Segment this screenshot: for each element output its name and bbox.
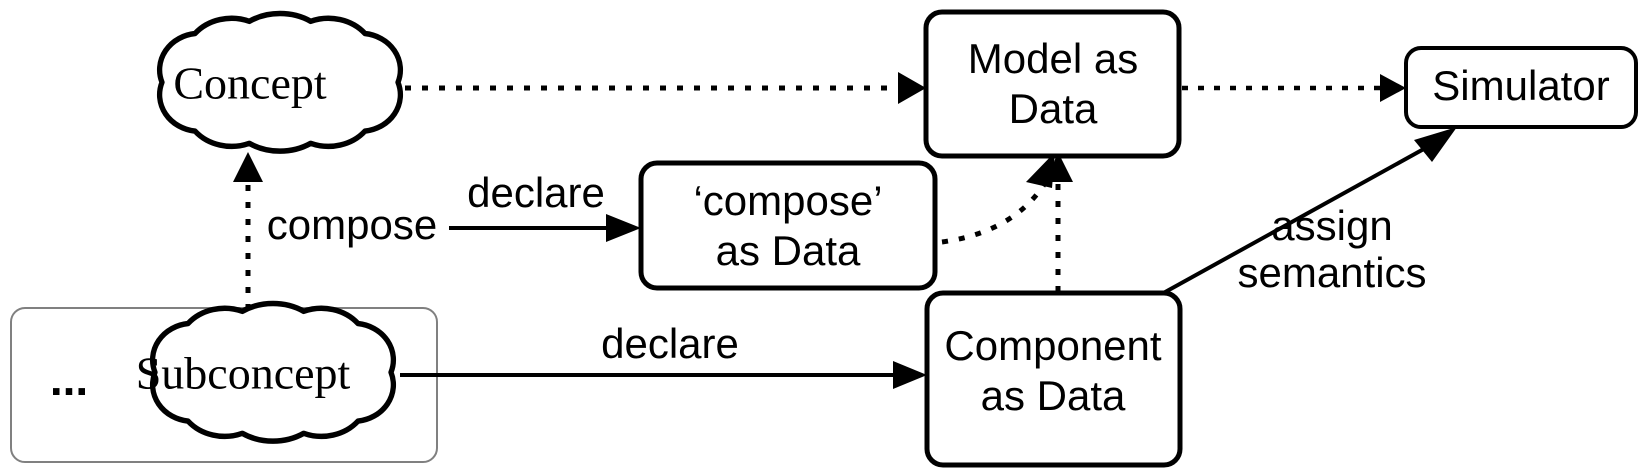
node-compose-as-data[interactable]: ‘compose’ as Data [638,160,938,291]
edge-label-assign-semantics-line1: assign [1271,202,1392,249]
node-component-as-data[interactable]: Component as Data [924,290,1183,468]
model-as-data-label-line2: Data [1009,85,1098,132]
node-subconcept[interactable]: Subconcept [136,304,394,442]
edge-concept-to-model-arrowhead [898,72,926,104]
component-as-data-box [924,290,1183,468]
edge-concept-to-model-as-data [405,72,926,104]
component-as-data-label-line2: as Data [981,372,1126,419]
model-as-data-label-line1: Model as [968,35,1138,82]
compose-as-data-label-line1: ‘compose’ [693,177,882,224]
edge-subconcept-declare-arrowhead [893,361,927,389]
compose-as-data-label-line2: as Data [716,227,861,274]
edge-label-declare-component: declare [601,320,739,367]
edge-compose-declare [449,214,641,242]
component-as-data-label-line1: Component [944,322,1161,369]
simulator-box [1404,46,1638,129]
edge-component-to-simulator-line [1157,138,1441,298]
concept-label: Concept [173,58,327,109]
edge-subconcept-to-concept-arrowhead [233,152,263,182]
node-model-as-data[interactable]: Model as Data [923,9,1182,159]
edge-compose-data-to-model [941,152,1055,245]
subconcept-label: Subconcept [136,348,351,399]
edge-subconcept-to-concept [233,152,263,310]
node-concept[interactable]: Concept [160,14,401,152]
edge-compose-data-to-model-path [941,178,1050,245]
edge-component-to-model-arrowhead [1046,152,1073,182]
edge-model-to-simulator-arrowhead [1380,74,1406,102]
node-simulator[interactable]: Simulator [1404,46,1638,129]
edge-component-to-model [1046,152,1073,292]
edge-subconcept-declare [400,361,927,389]
edge-component-to-simulator [1157,127,1457,298]
subconcept-ellipsis-label: ... [50,353,88,405]
edge-compose-declare-arrowhead [606,214,641,242]
edge-label-declare-compose: declare [467,169,605,216]
compose-as-data-box [638,160,938,291]
edge-label-compose: compose [267,201,437,248]
edge-label-assign-semantics-line2: semantics [1237,249,1426,296]
edge-component-to-simulator-arrowhead [1414,127,1457,162]
edge-model-to-simulator [1182,74,1406,102]
simulator-label: Simulator [1432,62,1609,109]
model-as-data-box [923,9,1182,159]
